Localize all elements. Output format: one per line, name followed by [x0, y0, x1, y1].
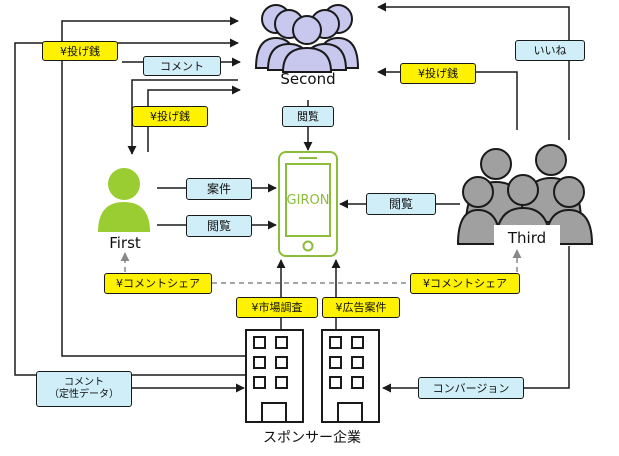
- like-tag: いいね: [515, 40, 585, 61]
- comment-qualitative-line2: （定性データ）: [49, 389, 119, 400]
- comment-share-tag-first: ¥コメントシェア: [104, 273, 212, 294]
- building-left-icon: [245, 329, 304, 423]
- building-right-icon: [321, 329, 380, 423]
- comment-share-tag-third: ¥コメントシェア: [410, 273, 520, 294]
- comment-qualitative-tag: コメント （定性データ）: [36, 371, 132, 407]
- tip-tag-first: ¥投げ銭: [132, 106, 208, 127]
- view-tag-third: 閲覧: [366, 193, 436, 215]
- conversion-tag: コンバージョン: [418, 377, 524, 399]
- ad-case-tag: ¥広告案件: [322, 297, 400, 318]
- case-tag: 案件: [186, 178, 252, 200]
- comment-tag: コメント: [143, 56, 221, 76]
- phone-icon: [278, 151, 338, 257]
- third-label: Third: [507, 229, 547, 247]
- sponsor-label: スポンサー企業: [263, 430, 361, 446]
- comment-qualitative-line1: コメント: [64, 376, 104, 388]
- second-label: Second: [280, 70, 336, 88]
- view-tag-second: 閲覧: [282, 106, 334, 127]
- tip-tag-left: ¥投げ銭: [42, 41, 118, 61]
- tip-tag-third: ¥投げ銭: [400, 63, 476, 84]
- first-person-icon: [98, 168, 150, 232]
- first-label: First: [109, 234, 141, 252]
- third-label-bg: [494, 225, 560, 247]
- second-people-icon: [254, 4, 360, 73]
- view-tag-first: 閲覧: [186, 215, 252, 237]
- market-research-tag: ¥市場調査: [236, 297, 318, 318]
- app-label: GIRON: [286, 193, 330, 208]
